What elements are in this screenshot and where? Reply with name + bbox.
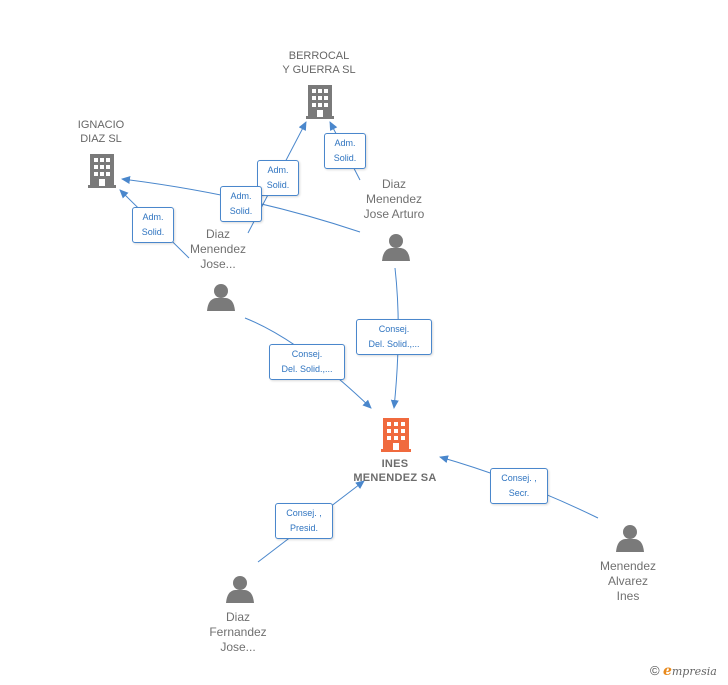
person-icon xyxy=(207,284,235,311)
company-label-berrocal[interactable]: BERROCAL Y GUERRA SL xyxy=(282,50,356,76)
person-label-diaz-fernandez[interactable]: Diaz Fernandez Jose... xyxy=(209,610,267,654)
building-icon xyxy=(306,85,334,119)
person-icon xyxy=(616,525,644,552)
edge-label[interactable]: Consej. , Secr. xyxy=(490,468,548,504)
company-label-ignacio[interactable]: IGNACIO DIAZ SL xyxy=(77,119,125,145)
copyright-footer: © empresia xyxy=(650,663,717,679)
edge-label[interactable]: Consej. Del. Solid.,... xyxy=(356,319,432,355)
person-label-menendez-alvarez[interactable]: Menendez Alvarez Ines xyxy=(599,559,657,603)
building-icon xyxy=(88,154,116,188)
edge-label[interactable]: Adm. Solid. xyxy=(257,160,299,196)
edge-label[interactable]: Adm. Solid. xyxy=(220,186,262,222)
company-label-ines-menendez[interactable]: INES MENENDEZ SA xyxy=(353,458,437,484)
building-icon xyxy=(381,418,411,452)
person-label-diaz-arturo[interactable]: Diaz Menendez Jose Arturo xyxy=(363,177,425,221)
edge-label[interactable]: Adm. Solid. xyxy=(132,207,174,243)
edge-label[interactable]: Adm. Solid. xyxy=(324,133,366,169)
person-label-diaz-jose[interactable]: Diaz Menendez Jose... xyxy=(189,227,247,271)
person-icon xyxy=(382,234,410,261)
person-icon xyxy=(226,576,254,603)
edge-label[interactable]: Consej. , Presid. xyxy=(275,503,333,539)
brand-logo: empresia xyxy=(662,663,717,679)
edge-label[interactable]: Consej. Del. Solid.,... xyxy=(269,344,345,380)
copyright-icon: © xyxy=(650,663,660,678)
